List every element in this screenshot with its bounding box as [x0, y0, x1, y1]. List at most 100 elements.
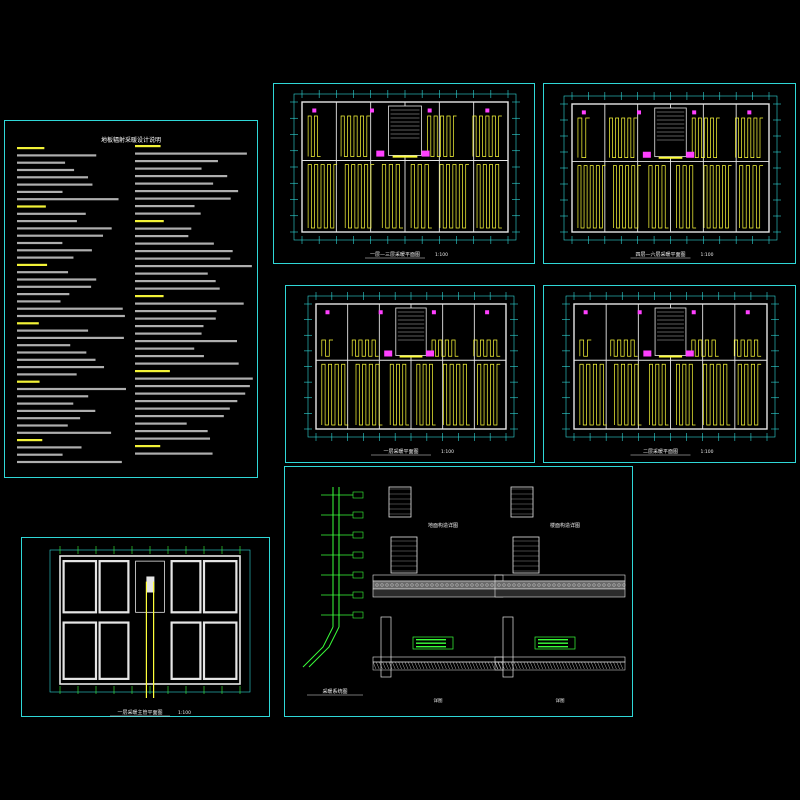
notes-line	[135, 407, 230, 410]
heating-loop	[344, 164, 375, 229]
manifold-marker	[745, 310, 750, 315]
notes-line	[135, 400, 238, 403]
notes-line	[17, 409, 96, 412]
notes-line	[135, 205, 195, 208]
system-and-details-sheet: 采暖系统图地面构造详图详图楼面构造详图详图	[284, 466, 633, 717]
gravel-hatch	[571, 661, 575, 670]
wall-section	[380, 616, 392, 678]
manifold-marker	[427, 108, 432, 113]
heating-loop	[691, 339, 719, 357]
room-wall	[98, 560, 130, 614]
manifold	[686, 151, 695, 158]
notes-line	[17, 373, 77, 376]
gravel-hatch	[456, 661, 460, 670]
gravel-hatch	[581, 661, 585, 670]
heating-loop	[577, 165, 606, 229]
notes-line	[17, 227, 112, 230]
gravel-hatch	[517, 661, 521, 670]
legend-box	[534, 636, 576, 650]
insulation-layer	[494, 588, 626, 598]
gravel-hatch	[424, 661, 428, 670]
manifold-marker	[691, 310, 696, 315]
wall-section	[388, 486, 412, 518]
notes-line	[17, 168, 75, 172]
notes-line	[135, 452, 213, 455]
notes-line	[17, 395, 89, 398]
notes-line	[17, 358, 96, 361]
notes-line	[135, 287, 220, 290]
gravel-hatch	[542, 661, 547, 670]
manifold	[384, 350, 393, 357]
plan-scale: 1:100	[435, 252, 448, 258]
gravel-hatch	[523, 661, 527, 670]
gravel-hatch	[590, 661, 595, 670]
notes-line	[17, 453, 63, 456]
heating-pipe-section	[480, 583, 484, 587]
gravel-hatch	[600, 661, 604, 670]
notes-line	[135, 257, 231, 260]
heating-pipe-section	[410, 583, 414, 587]
notes-line	[17, 431, 112, 434]
room-wall	[202, 560, 238, 614]
gravel-hatch	[613, 661, 617, 670]
notes-line	[17, 322, 39, 325]
heating-loop	[739, 165, 764, 229]
notes-line	[17, 147, 45, 150]
gravel-hatch	[501, 661, 505, 670]
notes-line	[17, 176, 89, 179]
stair-core	[388, 105, 422, 156]
notes-line	[135, 392, 246, 395]
manifold-marker	[312, 108, 317, 113]
heating-loop	[321, 339, 333, 357]
notes-line	[17, 278, 97, 281]
gravel-hatch	[401, 661, 405, 670]
heating-loop	[735, 117, 764, 158]
detail-subcaption: 详图	[434, 697, 443, 704]
notes-line	[135, 272, 208, 275]
heating-pipe-section	[587, 583, 591, 587]
heating-loop	[410, 164, 432, 229]
heating-pipe-section	[622, 583, 626, 587]
gravel-hatch	[446, 661, 450, 670]
notes-line	[135, 355, 204, 358]
gravel-hatch	[433, 661, 437, 670]
notes-line	[17, 402, 74, 405]
notes-line	[135, 445, 161, 448]
heating-pipe-section	[497, 583, 501, 587]
plan-scale: 1:100	[178, 710, 191, 716]
heating-loop	[676, 363, 696, 426]
plan-scale: 1:100	[701, 252, 714, 258]
heating-pipe-section	[460, 583, 464, 587]
notes-line	[17, 307, 123, 310]
heating-loop	[476, 164, 502, 229]
manifold	[643, 350, 652, 357]
building-outline	[59, 555, 241, 685]
notes-line	[17, 271, 69, 274]
heating-pipe-section	[517, 583, 521, 587]
heating-loop	[389, 363, 409, 426]
heating-pipe-section	[617, 583, 621, 587]
gravel-hatch	[510, 661, 515, 670]
floor-manifold	[352, 571, 364, 579]
notes-line	[135, 325, 204, 328]
notes-line	[17, 446, 82, 449]
gravel-hatch	[584, 661, 588, 670]
screed-layer	[372, 656, 504, 663]
gravel-hatch	[475, 661, 479, 670]
gravel-hatch	[603, 661, 607, 670]
heating-loop	[472, 115, 502, 157]
notes-line	[135, 220, 164, 223]
heating-loop	[648, 363, 669, 426]
heating-pipe-section	[542, 583, 546, 587]
gravel-hatch	[610, 661, 614, 670]
notes-line	[135, 182, 214, 185]
notes-line	[135, 370, 170, 373]
gravel-hatch	[546, 661, 550, 670]
notes-line	[17, 161, 66, 164]
notes-line	[135, 362, 239, 365]
detail-subcaption: 详图	[556, 697, 565, 704]
heating-pipe-section	[490, 583, 494, 587]
